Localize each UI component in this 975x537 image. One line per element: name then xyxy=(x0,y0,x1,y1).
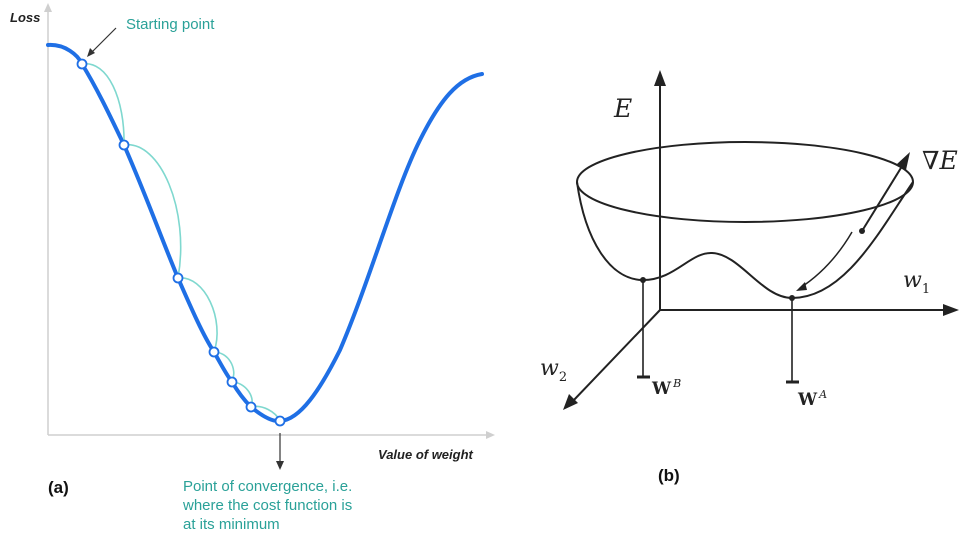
start-pointer-arrowhead xyxy=(87,48,95,57)
w1-subscript: 1 xyxy=(921,282,931,297)
gradient-vector-arrowhead xyxy=(897,152,910,170)
energy-label: E xyxy=(614,94,633,123)
wa-superscript: A xyxy=(819,388,828,401)
w1-label: w xyxy=(903,268,922,293)
convergence-line-2: where the cost function is xyxy=(183,497,353,514)
step-arc xyxy=(81,63,125,146)
step-point xyxy=(226,376,238,388)
w1-label-group: w1 xyxy=(903,268,930,297)
step-point xyxy=(245,401,257,413)
panel-b-label: (b) xyxy=(658,466,680,485)
minimum-point xyxy=(274,415,286,427)
panel-a-label: (a) xyxy=(48,478,69,497)
step-arc xyxy=(177,277,218,353)
step-point xyxy=(76,58,88,70)
x-axis-arrow xyxy=(486,431,495,439)
w2-label-group: w2 xyxy=(540,356,567,385)
start-pointer-line xyxy=(90,27,117,54)
y-axis-label: Loss xyxy=(10,10,41,25)
x-axis-label: Value of weight xyxy=(378,447,473,462)
e-axis-arrow xyxy=(654,70,666,86)
convergence-line-1: Point of convergence, i.e. xyxy=(183,478,353,495)
convergence-line-3: at its minimum xyxy=(183,516,280,533)
convergence-annotation: Point of convergence, i.e. where the cos… xyxy=(183,477,393,534)
step-point xyxy=(208,346,220,358)
descent-arrowhead xyxy=(796,282,807,291)
w2-label: w xyxy=(540,356,559,381)
w2-subscript: 2 xyxy=(558,370,568,385)
starting-point-annotation: Starting point xyxy=(126,16,215,33)
y-axis-arrow xyxy=(44,3,52,12)
gradient-vector-line xyxy=(861,162,905,232)
w2-axis-arrow xyxy=(563,394,578,410)
bowl-surface xyxy=(576,181,914,300)
gradient-label: ∇E xyxy=(922,146,958,175)
wb-superscript: B xyxy=(673,377,682,390)
bowl-rim xyxy=(576,141,914,223)
w2-axis-line xyxy=(571,309,661,403)
step-points xyxy=(76,58,286,427)
wb-label: W xyxy=(652,379,672,399)
loss-curve xyxy=(46,42,484,424)
convergence-pointer-arrowhead xyxy=(276,461,284,470)
step-arc xyxy=(123,144,182,279)
w1-axis-arrow xyxy=(943,304,959,316)
descent-arrow xyxy=(799,231,853,289)
step-point xyxy=(172,272,184,284)
step-point xyxy=(118,139,130,151)
wa-label: W xyxy=(798,390,818,410)
